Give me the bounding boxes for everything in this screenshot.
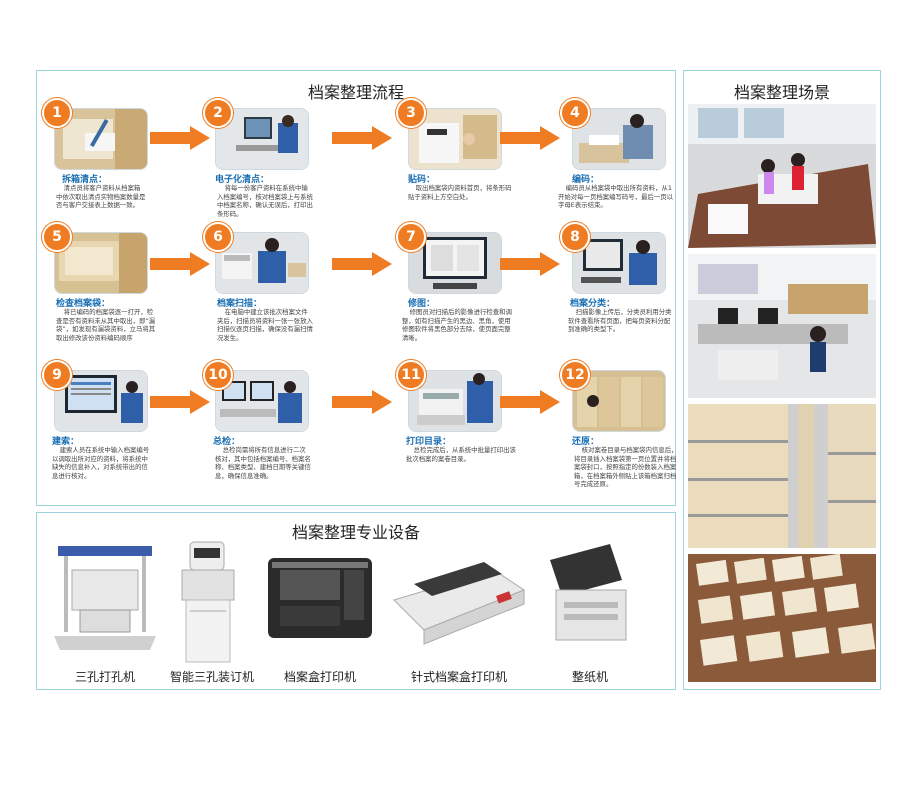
- step-description: 建索人员在系统中输入档案编号以调取出所对应的资料，将系统中缺失的信息补入，对系统…: [52, 446, 150, 480]
- step-title: 编码：: [572, 175, 600, 185]
- step-title: 总检：: [213, 437, 241, 447]
- step-title: 还原：: [572, 437, 600, 447]
- scene-photo-folders: [688, 554, 876, 682]
- step-number-badge: 3: [396, 98, 426, 128]
- equipment-three-hole-punch: 三孔打孔机: [50, 540, 160, 690]
- process-title: 档案整理流程: [307, 83, 404, 102]
- step-title: 修图：: [408, 299, 436, 309]
- equipment-label: 整纸机: [571, 670, 608, 684]
- scene-photo-workstations: [688, 254, 876, 398]
- scene-title: 档案整理场景: [733, 83, 830, 102]
- step-photo: [572, 108, 666, 170]
- arrow-right-icon: [150, 390, 210, 414]
- equipment-label: 针式档案盒打印机: [410, 670, 507, 684]
- step-number-badge: 10: [203, 360, 233, 390]
- step-title: 检查档案袋：: [56, 299, 111, 309]
- step-number-badge: 9: [42, 360, 72, 390]
- arrow-right-icon: [150, 252, 210, 276]
- hole-punch-icon: [54, 546, 156, 650]
- step-description: 将已编码的档案袋逐一打开，检查是否有资料未从其中取出，即“漏袋”，如发现有漏袋资…: [56, 308, 156, 342]
- box-printer-icon: [268, 558, 372, 638]
- scene-photo-shelves: [688, 404, 876, 548]
- step-photo: [572, 232, 666, 294]
- equipment-label: 智能三孔装订机: [169, 670, 254, 684]
- step-description: 修图员对扫描后的影像进行检查和调整，如有扫描产生的黑边、黑角，使用修图软件将黑色…: [402, 308, 512, 342]
- arrow-right-icon: [332, 126, 392, 150]
- step-number-badge: 11: [396, 360, 426, 390]
- step-number-badge: 5: [42, 222, 72, 252]
- paper-jogger-icon: [550, 544, 627, 641]
- step-title: 建索：: [52, 437, 80, 447]
- step-title: 拆箱清点：: [62, 175, 108, 185]
- equipment-title: 档案整理专业设备: [291, 523, 420, 542]
- step-description: 核对案卷目录与档案袋内信息后，将目录插入档案袋第一页位置并将档案袋封口，按照指定…: [574, 446, 678, 489]
- step-description: 扫描影像上传后，分类员利用分类软件查看所有页面，把每页资料分配到准确的类型下。: [568, 308, 672, 334]
- dot-matrix-printer-icon: [393, 562, 526, 645]
- step-description: 编码员从档案袋中取出所有资料，从1开始对每一页档案编写码号，最后一页以字母E表示…: [558, 184, 674, 210]
- arrow-right-icon: [332, 252, 392, 276]
- step-title: 电子化清点：: [215, 175, 270, 185]
- step-title: 档案分类：: [570, 299, 616, 309]
- step-description: 在电脑中建立该批次档案文件夹后，扫描员将资料一张一张放入扫描仪逐页扫描，确保没有…: [217, 308, 313, 342]
- step-number-badge: 4: [560, 98, 590, 128]
- step-number-badge: 2: [203, 98, 233, 128]
- step-description: 总检完成后，从系统中批量打印出该批次档案的案卷目录。: [406, 446, 516, 463]
- equipment-binding-machine: 智能三孔装订机: [160, 540, 264, 690]
- step-number-badge: 12: [560, 360, 590, 390]
- equipment-paper-jogger: 整纸机: [530, 540, 650, 690]
- equipment-label: 档案盒打印机: [283, 670, 356, 684]
- step-number-badge: 7: [396, 222, 426, 252]
- step-description: 将每一份客户资料在系统中输入档案编号，核对档案袋上与系统中档案名称，确认无误后，…: [217, 184, 313, 218]
- step-description: 取出档案袋内资料首页，将条形码贴于资料上方空白处。: [408, 184, 512, 201]
- equipment-dot-matrix-printer: 针式档案盒打印机: [384, 540, 534, 690]
- arrow-right-icon: [332, 390, 392, 414]
- step-number-badge: 8: [560, 222, 590, 252]
- step-photo: [215, 232, 309, 294]
- arrow-right-icon: [500, 390, 560, 414]
- arrow-right-icon: [150, 126, 210, 150]
- step-title: 贴码：: [408, 175, 436, 185]
- equipment-label: 三孔打孔机: [74, 670, 135, 684]
- step-description: 总检岗需将所有信息进行二次核对，其中包括档案编号、档案名称、档案类型、建档日期等…: [215, 446, 311, 480]
- step-description: 清点员将客户资料从档案箱中依次取出清点实物档案数量是否与客户交接表上数据一致。: [56, 184, 146, 210]
- step-photo: [54, 108, 148, 170]
- step-photo: [408, 108, 502, 170]
- step-title: 打印目录：: [406, 437, 452, 447]
- binding-machine-icon: [181, 541, 235, 663]
- equipment-box-printer: 档案盒打印机: [262, 540, 378, 690]
- step-title: 档案扫描：: [217, 299, 263, 309]
- arrow-right-icon: [500, 126, 560, 150]
- arrow-right-icon: [500, 252, 560, 276]
- step-number-badge: 6: [203, 222, 233, 252]
- step-number-badge: 1: [42, 98, 72, 128]
- scene-photo-office: [688, 104, 876, 248]
